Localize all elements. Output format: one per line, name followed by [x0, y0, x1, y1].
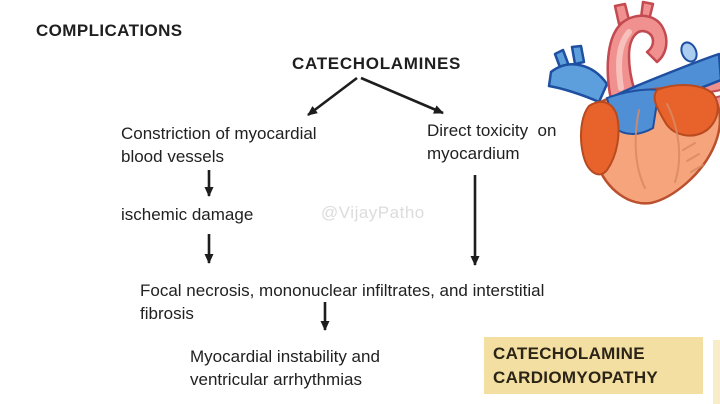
pulmonary-trunk-patch [605, 88, 661, 135]
node-text-line: Direct toxicity on [427, 121, 557, 140]
watermark: @VijayPatho [321, 203, 425, 222]
heart-illustration [547, 0, 720, 205]
node-constriction-of-vessels: Constriction of myocardial blood vessels [121, 122, 317, 168]
vena-cava-band [597, 52, 720, 112]
node-myocardial-instability: Myocardial instability and ventricular a… [190, 345, 380, 391]
node-text-line: Myocardial instability and [190, 347, 380, 366]
arrow-root-to-direct-toxicity [360, 76, 444, 115]
flowchart-root-catecholamines: CATECHOLAMINES [292, 54, 462, 73]
page-title: COMPLICATIONS [36, 21, 183, 40]
node-ischemic-damage: ischemic damage [121, 203, 253, 226]
node-text-line: myocardium [427, 144, 520, 163]
node-text-line: Constriction of myocardial [121, 124, 317, 143]
result-box-line: CARDIOMYOPATHY [493, 368, 659, 387]
node-text-line: ischemic damage [121, 205, 254, 224]
pulmonary-vessels-left [547, 44, 609, 104]
right-atrium [653, 84, 719, 137]
node-text-line: fibrosis [140, 304, 194, 323]
result-box-catecholamine-cardiomyopathy: CATECHOLAMINE CARDIOMYOPATHY [484, 337, 703, 394]
aorta [606, 0, 668, 104]
left-auricle [580, 100, 620, 176]
edge-highlight-sliver [713, 340, 720, 404]
ventricles [584, 86, 720, 205]
node-text-line: ventricular arrhythmias [190, 370, 362, 389]
heart-texture-strokes [634, 103, 704, 189]
pulmonary-vessels-right-pink [689, 69, 720, 114]
arrow-root-to-constriction [307, 76, 358, 117]
vessel-opening [680, 41, 698, 63]
node-text-line: blood vessels [121, 147, 225, 166]
node-direct-toxicity: Direct toxicity on myocardium [427, 119, 556, 165]
result-box-line: CATECHOLAMINE [493, 344, 645, 363]
node-text-line: Focal necrosis, mononuclear infiltrates,… [140, 281, 545, 300]
node-focal-necrosis: Focal necrosis, mononuclear infiltrates,… [140, 279, 544, 325]
aorta-highlight [616, 29, 632, 91]
